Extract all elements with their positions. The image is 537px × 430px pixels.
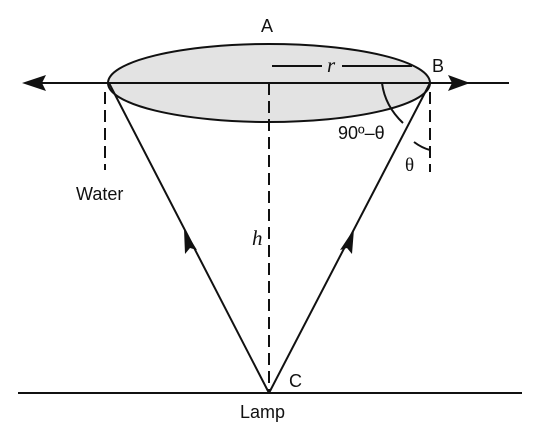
angle-arc-inner [413,141,431,151]
left-ray-arrow [184,229,197,254]
label-r: r [327,53,336,77]
label-c: C [289,371,302,391]
right-arrowhead [448,75,470,91]
label-a: A [261,16,273,36]
label-h: h [252,226,263,250]
label-lamp: Lamp [240,402,285,422]
label-water: Water [76,184,123,204]
left-arrowhead [22,75,46,91]
label-angle-outer: 90º–θ [338,123,385,143]
label-angle-inner: θ [405,155,414,176]
angle-arc-outer [381,82,404,124]
right-ray-arrow [340,229,354,254]
label-b: B [432,56,444,76]
